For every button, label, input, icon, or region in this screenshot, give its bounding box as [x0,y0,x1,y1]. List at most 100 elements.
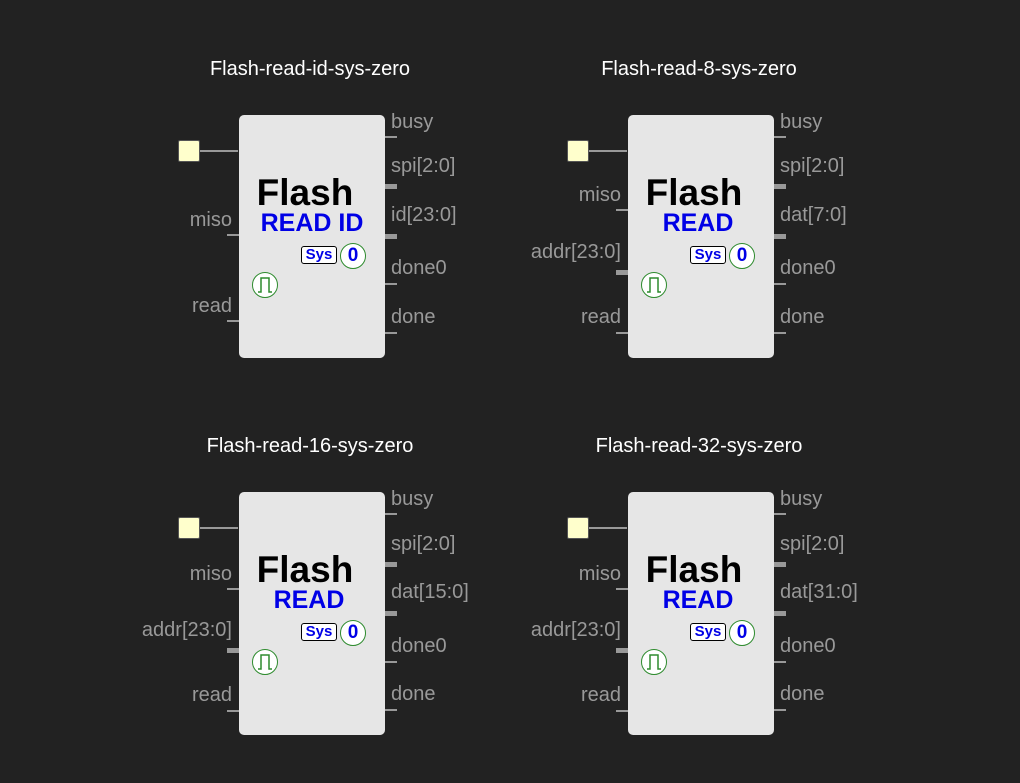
clock-input-button[interactable] [178,140,200,162]
pin-spi-bus [385,562,397,567]
pin-miso-label: miso [189,209,232,231]
zero-badge: 0 [340,620,366,646]
pin-spi-label: spi[2:0] [391,155,456,177]
read-label: READ [662,209,734,237]
block-flash-read-id: Flash-read-id-sys-zero Flash READ ID Sys… [0,0,457,370]
pin-miso-wire [227,234,239,236]
pin-read-wire [227,320,239,322]
pin-dat-label: dat[31:0] [780,581,858,603]
sys-badge: Sys [301,623,337,641]
sys-badge: Sys [690,623,726,641]
clock-wire [200,150,238,152]
flash-block-body[interactable] [628,492,774,735]
block-flash-read-32: Flash-read-32-sys-zero Flash READ Sys 0 … [389,377,858,747]
pin-done0-label: done0 [780,635,836,657]
pin-dat-bus [385,611,397,616]
pin-miso-wire [227,588,239,590]
block-title: Flash-read-id-sys-zero [209,58,411,80]
sys-badge: Sys [301,246,337,264]
pin-done-wire [385,332,397,334]
zero-badge: 0 [340,243,366,269]
pin-miso-wire [616,209,628,211]
read-id-label: READ ID [260,209,364,237]
clock-input-button[interactable] [567,517,589,539]
pin-spi-label: spi[2:0] [391,533,456,555]
pin-spi-label: spi[2:0] [780,155,845,177]
pin-miso-wire [616,588,628,590]
pin-read-label: read [191,684,232,706]
pulse-icon [252,272,278,298]
pin-done0-wire [385,661,397,663]
pin-addr-bus [616,270,628,275]
pin-busy-wire [385,136,397,138]
pin-busy-label: busy [391,111,434,133]
pin-done0-wire [774,283,786,285]
pin-done-label: done [780,306,825,328]
read-label: READ [662,586,734,614]
pin-miso-label: miso [578,563,621,585]
block-title: Flash-read-8-sys-zero [601,58,797,80]
block-flash-read-16: Flash-read-16-sys-zero Flash READ Sys 0 … [0,377,469,747]
pin-busy-label: busy [780,111,823,133]
pin-dat-bus [774,234,786,239]
clock-input-button[interactable] [178,517,200,539]
pin-busy-wire [774,136,786,138]
block-title: Flash-read-16-sys-zero [206,435,414,457]
pin-read-label: read [580,306,621,328]
pin-busy-label: busy [391,488,434,510]
pulse-icon [641,649,667,675]
block-flash-read-8: Flash-read-8-sys-zero Flash READ Sys 0 m… [389,0,847,370]
pin-dat-bus [774,611,786,616]
pin-read-label: read [191,295,232,317]
flash-block-body[interactable] [239,492,385,735]
pin-busy-wire [774,513,786,515]
pin-addr-label: addr[23:0] [530,241,621,263]
flash-label: Flash [256,172,354,213]
pin-busy-wire [385,513,397,515]
zero-badge: 0 [729,243,755,269]
pin-done0-wire [774,661,786,663]
pin-id-bus [385,234,397,239]
pin-done-wire [774,709,786,711]
flash-block-body[interactable] [239,115,385,358]
clock-wire [589,527,627,529]
clock-wire [200,527,238,529]
pin-miso-label: miso [578,184,621,206]
pin-addr-label: addr[23:0] [530,619,621,641]
pin-dat-label: dat[15:0] [391,581,469,603]
flash-label: Flash [256,549,354,590]
clock-input-button[interactable] [567,140,589,162]
pulse-icon [641,272,667,298]
flash-label: Flash [645,172,743,213]
pin-read-wire [616,332,628,334]
pin-done-label: done [391,306,436,328]
pin-read-label: read [580,684,621,706]
pin-addr-bus [616,648,628,653]
zero-badge: 0 [729,620,755,646]
flash-block-body[interactable] [628,115,774,358]
pin-done-label: done [780,683,825,705]
pin-id-label: id[23:0] [391,204,457,226]
pulse-icon [252,649,278,675]
read-label: READ [273,586,345,614]
pin-done-wire [385,709,397,711]
pin-done0-label: done0 [780,257,836,279]
pin-spi-label: spi[2:0] [780,533,845,555]
pin-done-wire [774,332,786,334]
pin-read-wire [227,710,239,712]
pin-spi-bus [774,562,786,567]
pin-done0-wire [385,283,397,285]
flash-label: Flash [645,549,743,590]
pin-done-label: done [391,683,436,705]
clock-wire [589,150,627,152]
pin-done0-label: done0 [391,257,447,279]
block-title: Flash-read-32-sys-zero [595,435,803,457]
pin-busy-label: busy [780,488,823,510]
pin-addr-bus [227,648,239,653]
sys-badge: Sys [690,246,726,264]
pin-read-wire [616,710,628,712]
pin-spi-bus [774,184,786,189]
pin-miso-label: miso [189,563,232,585]
pin-dat-label: dat[7:0] [780,204,847,226]
pin-done0-label: done0 [391,635,447,657]
